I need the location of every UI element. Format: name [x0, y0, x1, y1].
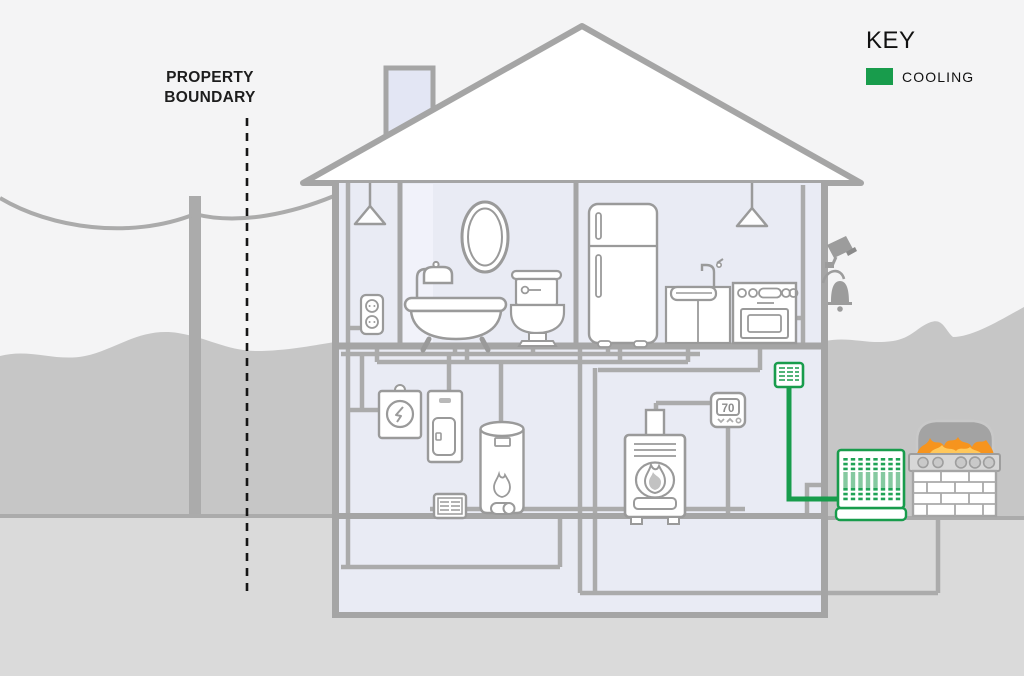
- cooling-vent-icon: [773, 361, 805, 389]
- legend-item-cooling: COOLING: [902, 68, 975, 85]
- wall-exit-pipe: [804, 482, 823, 516]
- electric-meter-icon: [377, 384, 423, 440]
- refrigerator-icon: [587, 202, 659, 348]
- alarm-bell-icon: [821, 269, 852, 312]
- upper-floor-fixtures: [353, 183, 799, 353]
- legend-row: COOLING: [866, 68, 974, 85]
- brick-joints: [913, 471, 996, 516]
- furnace-icon: [623, 408, 687, 525]
- floor-vent-icon: [432, 492, 468, 520]
- power-lines: [0, 194, 335, 231]
- pendant-light-icon: [735, 183, 769, 228]
- basement-equipment: [377, 384, 687, 525]
- security-camera-icon: [825, 236, 857, 268]
- electrical-panel-icon: [426, 389, 464, 464]
- meter-feed: [348, 354, 379, 413]
- thermostat-icon: 70: [709, 391, 747, 429]
- fire-pit-icon: [908, 419, 1001, 518]
- cooling-swatch-icon: [866, 68, 893, 85]
- cooling-line: [786, 386, 838, 502]
- pendant-light-icon: [353, 183, 387, 226]
- duct-run: [598, 348, 763, 373]
- basement-pipe-lower: [374, 346, 691, 365]
- kitchen-sink-icon: [664, 258, 732, 345]
- thermostat-value: 70: [722, 403, 735, 415]
- toilet-icon: [509, 269, 566, 347]
- legend-title: KEY: [866, 27, 916, 54]
- water-heater-icon: [479, 420, 525, 515]
- property-boundary-label: PROPERTY BOUNDARY: [164, 69, 256, 107]
- shower-faucet-icon: [415, 260, 454, 299]
- exterior-devices: [821, 236, 857, 312]
- outlet-icon: [359, 293, 385, 336]
- burner-holes: [917, 456, 996, 469]
- ac-unit-icon: [834, 448, 908, 522]
- left-hill: [0, 332, 335, 517]
- house-structure: [332, 181, 828, 618]
- bathtub-icon: [403, 296, 508, 353]
- mirror-icon: [460, 200, 510, 274]
- stove-oven-icon: [731, 281, 799, 345]
- cooling-system: [773, 361, 908, 522]
- underground-gas-line: [580, 368, 941, 596]
- utility-pole: [189, 196, 201, 516]
- underground-service-line: [341, 518, 563, 570]
